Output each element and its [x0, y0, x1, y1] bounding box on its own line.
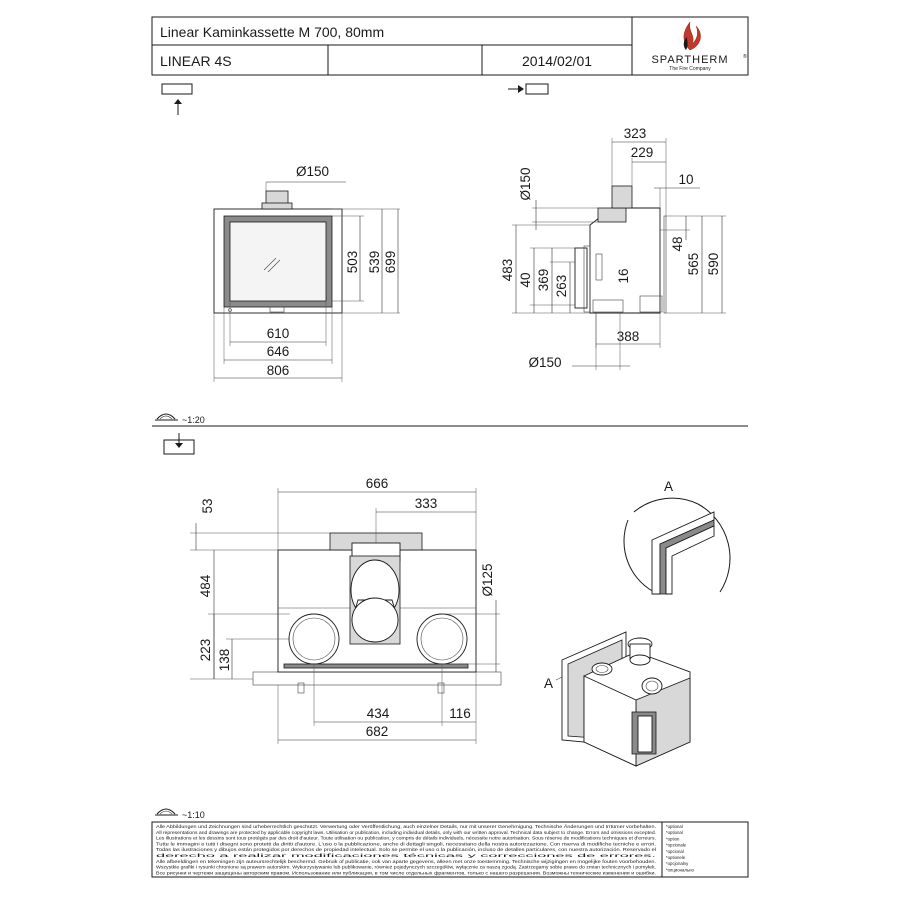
legal-line: Todas las ilustraciones y dibujos están …	[156, 847, 656, 852]
top-width-333: 333	[415, 496, 438, 511]
optional-note: *option	[666, 836, 680, 841]
brand-name: SPARTHERM	[651, 54, 728, 66]
drawing-date: 2014/02/01	[522, 53, 592, 69]
side-height-590: 590	[706, 253, 721, 276]
optional-note: *optional	[666, 824, 683, 829]
front-view: Ø150 503 539 699 610 646 806	[213, 164, 400, 382]
optional-note: *opcional	[666, 849, 684, 854]
top-width-682: 682	[366, 724, 389, 739]
front-width-610: 610	[267, 326, 290, 341]
optional-note: *opcjonalny	[666, 861, 689, 866]
legal-line: All representations and drawings are pro…	[156, 830, 656, 835]
title-block: Linear Kaminkassette M 700, 80mm LINEAR …	[151, 16, 749, 76]
top-connector-diameter: Ø125	[480, 563, 495, 596]
side-inner-16: 16	[616, 268, 631, 283]
iso-detail-label: A	[544, 676, 553, 691]
top-height-53: 53	[200, 498, 215, 513]
top-height-223: 223	[198, 639, 213, 662]
model-name: Linear Kaminkassette M 700, 80mm	[160, 24, 384, 40]
top-width-434: 434	[367, 706, 390, 721]
top-width-116: 116	[449, 706, 471, 721]
scale-indicator-1-20: ~1:20	[155, 413, 205, 425]
front-height-699: 699	[383, 251, 398, 274]
top-view: 666 333 53 484 223 138 Ø125 434 116 682	[190, 476, 502, 744]
side-height-483: 483	[500, 259, 515, 282]
side-height-565: 565	[686, 253, 701, 276]
scale-label-1-10: ~1:10	[182, 810, 205, 820]
brand-tagline: The Fire Company	[669, 66, 711, 72]
detail-a-label: A	[664, 479, 673, 494]
top-view-icon	[163, 433, 195, 455]
front-height-539: 539	[367, 251, 382, 274]
registered-mark: ®	[743, 53, 747, 60]
front-width-806: 806	[267, 363, 290, 378]
detail-a: A	[623, 479, 731, 595]
legal-line: Все рисунки и чертежи защищены авторским…	[156, 870, 656, 875]
side-depth-229: 229	[631, 145, 654, 160]
isometric-view: A	[544, 631, 691, 767]
side-flue-top: Ø150	[518, 167, 533, 200]
legal-text-block: Alle Abbildungen und Zeichnungen sind ur…	[156, 824, 656, 875]
legal-line: Les illustrations et les dessins sont to…	[156, 836, 656, 841]
legal-line: Alle afbeeldingen en tekeningen zijn aut…	[156, 859, 656, 864]
side-view: 323 229 10 Ø150 483 40 369 263 16 48 565…	[500, 126, 726, 370]
side-height-40: 40	[518, 272, 533, 287]
side-view-icon	[508, 83, 549, 95]
side-gap-10: 10	[678, 172, 693, 187]
optional-note: *opzionale	[666, 843, 687, 848]
side-height-263: 263	[554, 275, 569, 298]
series-name: LINEAR 4S	[160, 53, 232, 69]
scale-label-1-20: ~1:20	[182, 415, 205, 425]
side-flue-bottom: Ø150	[528, 355, 561, 370]
optional-notes-block: *optional*optional*option*opzionale*opci…	[666, 824, 695, 872]
side-depth-323: 323	[624, 126, 647, 141]
optional-note: *optional	[666, 830, 683, 835]
front-view-icon	[161, 83, 193, 115]
side-height-369: 369	[536, 269, 551, 292]
legal-line: derecho a realizar modificaciones técnic…	[156, 853, 656, 858]
front-width-646: 646	[267, 344, 290, 359]
top-width-666: 666	[366, 476, 389, 491]
optional-note: *optionele	[666, 855, 686, 860]
legal-line: Wszystkie grafiki i rysunki chronione są…	[156, 865, 656, 870]
side-depth-388: 388	[617, 329, 640, 344]
optional-note: *опционально	[666, 867, 695, 872]
legal-line: Alle Abbildungen und Zeichnungen sind ur…	[156, 824, 656, 829]
brand-logo: SPARTHERM ® The Fire Company	[651, 21, 747, 72]
legal-footer: Alle Abbildungen und Zeichnungen sind ur…	[151, 821, 749, 878]
top-height-484: 484	[198, 574, 213, 597]
front-height-503: 503	[345, 251, 360, 274]
front-flue-diameter: Ø150	[296, 164, 329, 179]
side-height-48: 48	[670, 236, 685, 251]
flame-icon	[683, 21, 701, 51]
top-height-138: 138	[217, 649, 232, 672]
scale-indicator-1-10: ~1:10	[155, 808, 205, 820]
legal-line: Tutte le immagini e tutti i disegni sono…	[156, 841, 656, 846]
